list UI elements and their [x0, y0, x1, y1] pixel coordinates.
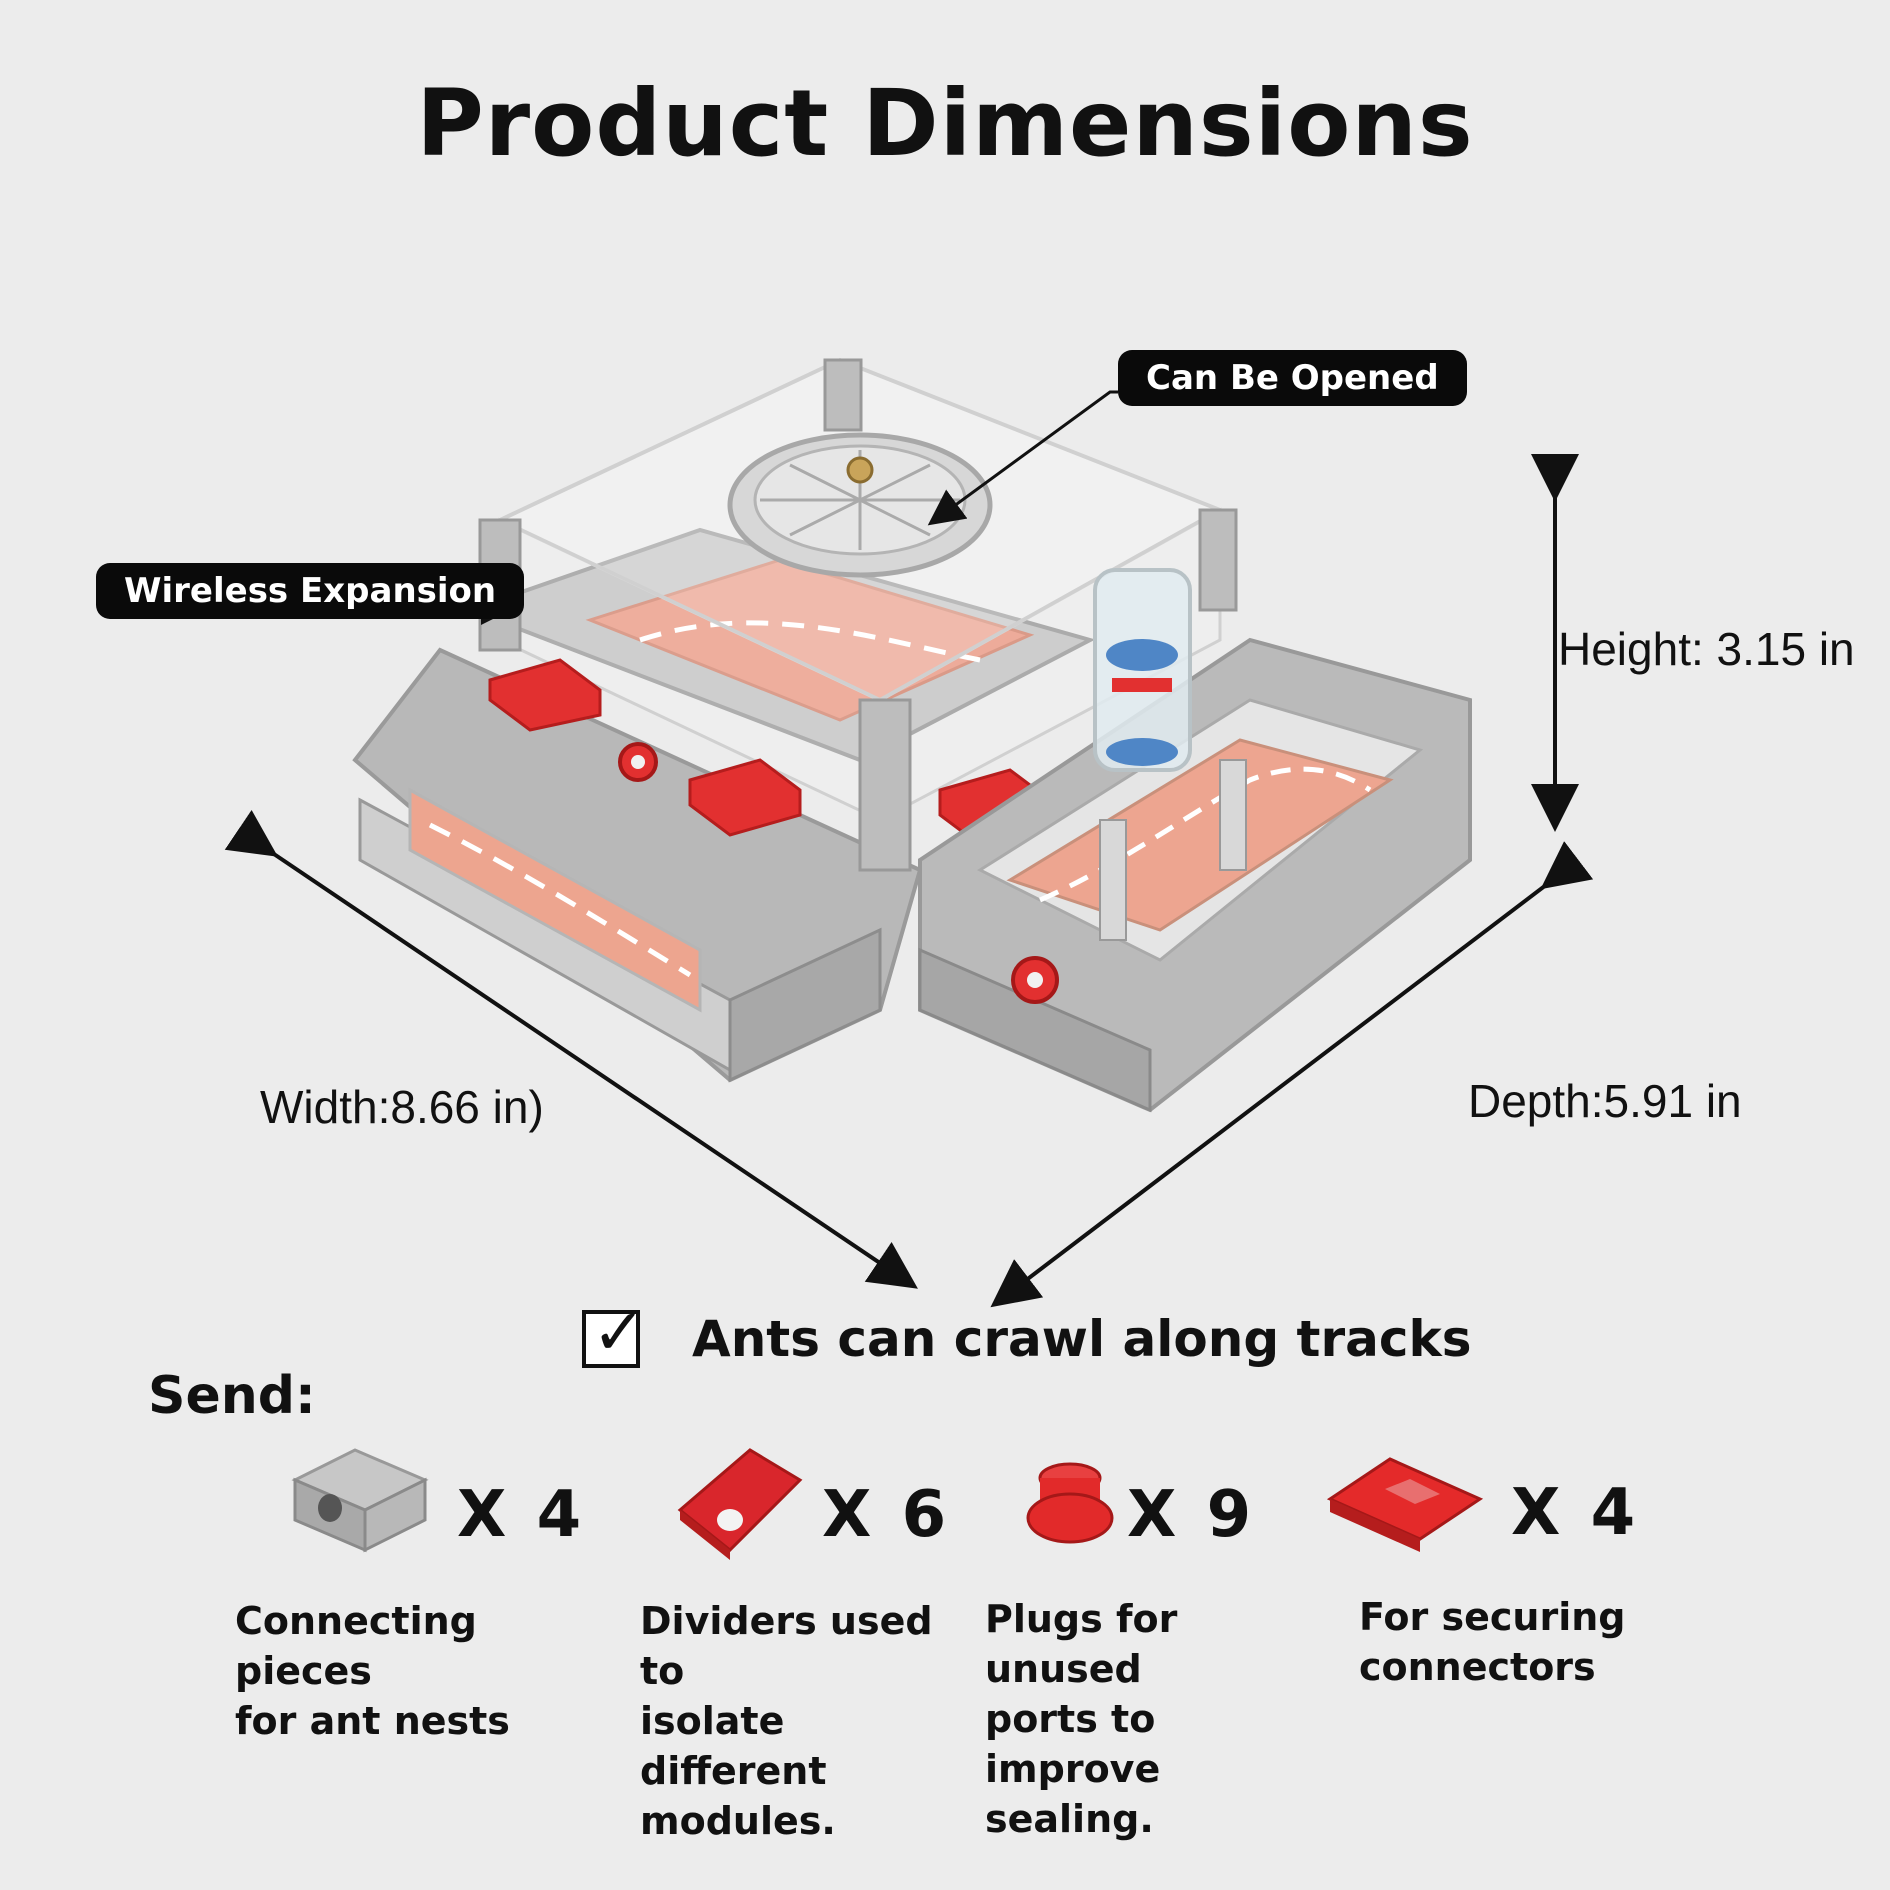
part-divider: X 6 Dividers used to isolate different m…	[640, 1440, 980, 1843]
height-label: Height: 3.15 in	[1558, 623, 1855, 675]
plug-qty: X 9	[1127, 1478, 1256, 1552]
clip-desc: For securing connectors	[1359, 1595, 1626, 1689]
part-clip: X 4 For securing connectors	[1325, 1440, 1725, 1700]
feature-row: ✓ Ants can crawl along tracks	[582, 1300, 1472, 1368]
page-title: Product Dimensions	[416, 70, 1474, 177]
connector-block-icon	[291, 1448, 429, 1553]
dimension-arrows	[224, 454, 1594, 1308]
width-arrow	[224, 809, 918, 1289]
can-be-opened-callout: Can Be Opened	[1118, 350, 1467, 406]
checkbox-icon: ✓	[582, 1300, 646, 1368]
feature-text: Ants can crawl along tracks	[692, 1310, 1472, 1368]
clip-qty: X 4	[1511, 1476, 1640, 1550]
depth-label: Depth:5.91 in	[1468, 1075, 1742, 1127]
connector-desc: Connecting pieces for ant nests	[235, 1599, 510, 1743]
part-plug: X 9 Plugs for unused ports to improve se…	[985, 1440, 1325, 1841]
plug-icon	[1026, 1462, 1114, 1544]
clip-icon	[1326, 1457, 1484, 1552]
part-connector: X 4 Connecting pieces for ant nests	[235, 1440, 615, 1743]
plug-desc: Plugs for unused ports to improve sealin…	[985, 1597, 1178, 1841]
divider-tab-icon	[677, 1448, 803, 1560]
send-heading: Send:	[148, 1366, 316, 1426]
divider-desc: Dividers used to isolate different modul…	[640, 1599, 933, 1843]
width-label: Width:8.66 in)	[260, 1081, 544, 1133]
wireless-expansion-callout: Wireless Expansion	[96, 563, 525, 619]
depth-arrow	[990, 841, 1594, 1308]
connector-qty: X 4	[457, 1478, 586, 1552]
divider-qty: X 6	[822, 1478, 951, 1552]
